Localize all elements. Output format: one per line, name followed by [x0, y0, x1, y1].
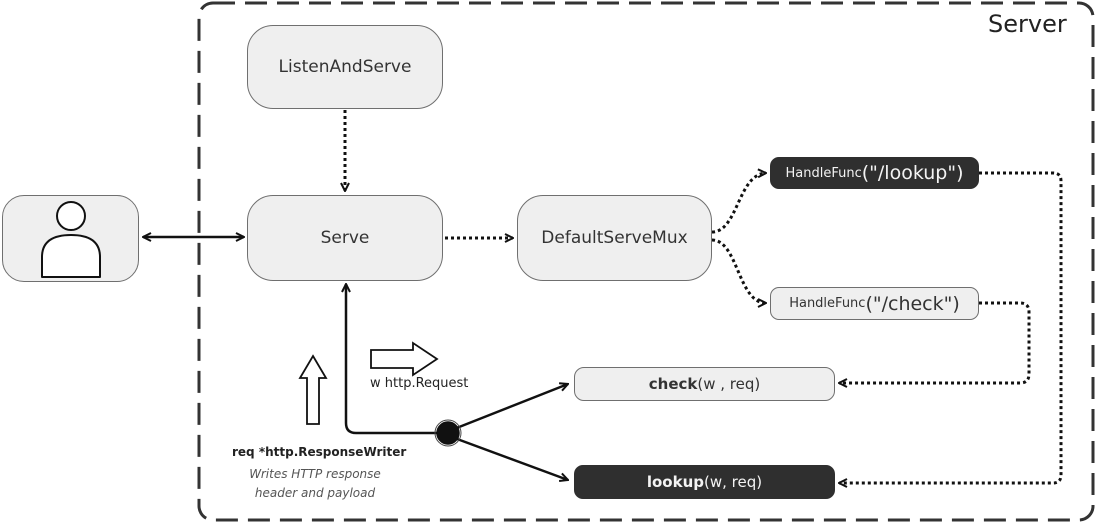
response-return-arrow: [346, 284, 446, 435]
default-serve-mux-node: DefaultServeMux: [517, 195, 712, 281]
response-writer-label: req *http.ResponseWriter: [232, 445, 407, 459]
serve-node: Serve: [247, 195, 443, 281]
request-label: w http.Request: [370, 376, 469, 391]
server-title: Server: [988, 10, 1067, 38]
junction-dot-ring: [434, 419, 462, 447]
handle-func-lookup-func: HandleFunc: [785, 165, 862, 181]
lookup-handler-node: lookup(w, req): [574, 465, 835, 499]
mux-to-check-route-arrow: [711, 238, 766, 303]
lookup-route-to-handler-arrow: [839, 171, 1063, 483]
junction-to-check-arrow: [448, 384, 568, 433]
handle-func-check-arg: ("/check"): [865, 292, 960, 315]
server-boundary: [197, 1, 1095, 522]
handle-func-check-func: HandleFunc: [789, 296, 866, 311]
listen-and-serve-node: ListenAndServe: [247, 25, 443, 109]
client-node: [2, 195, 139, 282]
request-direction-icon: [370, 341, 439, 377]
lookup-handler-name: lookup: [646, 473, 705, 491]
response-description-line-1: Writes HTTP response: [249, 467, 381, 481]
response-description-line-2: header and payload: [254, 486, 376, 500]
mux-to-lookup-route-arrow: [711, 173, 766, 234]
junction-dot: [436, 421, 460, 445]
check-route-to-handler-arrow: [839, 301, 1031, 383]
check-handler-node: check(w , req): [574, 367, 835, 401]
check-handler-args: (w , req): [697, 375, 761, 393]
handle-func-lookup-arg: ("/lookup"): [861, 162, 964, 184]
response-description: Writes HTTP response header and payload: [230, 465, 400, 503]
user-icon: [40, 200, 101, 278]
junction-to-lookup-arrow: [448, 434, 568, 480]
lookup-handler-args: (w, req): [704, 473, 763, 491]
handle-func-check-node: HandleFunc("/check"): [770, 287, 979, 320]
response-direction-icon: [298, 354, 328, 425]
check-handler-name: check: [648, 375, 698, 393]
handle-func-lookup-node: HandleFunc("/lookup"): [770, 157, 979, 189]
